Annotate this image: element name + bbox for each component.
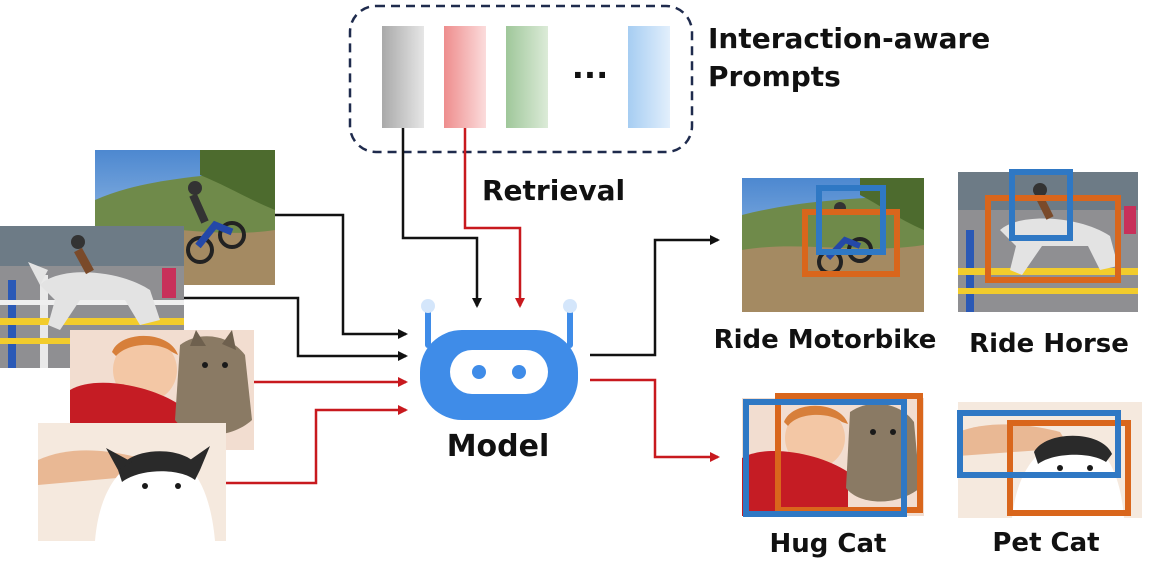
model-label: Model — [447, 429, 550, 464]
prompts-dashed-box — [348, 4, 694, 154]
bbox-human-hug-cat — [743, 399, 907, 517]
output-image-pet-cat — [958, 402, 1142, 518]
retrieval-label: Retrieval — [482, 174, 625, 207]
prompt-to-model-arrow-black — [401, 128, 482, 308]
model-to-output-arrow-red — [590, 378, 720, 462]
prompts-ellipsis: ··· — [572, 56, 608, 94]
bbox-object-motorbike — [802, 209, 900, 277]
prompts-label-line1: Interaction-aware — [708, 22, 990, 55]
model-to-output-arrow-black — [590, 235, 720, 357]
prompt-bar-red — [444, 26, 486, 128]
prompt-bar-blue — [628, 26, 670, 128]
image-arrow-horse — [184, 296, 408, 361]
bbox-object-horse — [985, 195, 1121, 283]
prompt-bar-green — [506, 26, 548, 128]
robot-icon — [420, 299, 578, 420]
image-arrow-motorbike — [275, 213, 408, 339]
prompt-bar-gray — [382, 26, 424, 128]
bbox-object-hug-cat — [775, 393, 923, 513]
prompt-to-model-arrow-red — [463, 128, 525, 308]
image-arrow-pet-cat — [226, 405, 408, 485]
input-image-pet-cat — [38, 423, 226, 541]
output-label-ride-motorbike: Ride Motorbike — [714, 325, 937, 355]
bbox-human-pet-cat — [957, 410, 1121, 478]
prompts-label-line2: Prompts — [708, 60, 841, 93]
output-label-ride-horse: Ride Horse — [969, 329, 1129, 359]
bbox-human-horse — [1009, 169, 1073, 241]
output-image-hug-cat — [742, 398, 924, 516]
bbox-human-motorbike — [816, 185, 886, 255]
bbox-object-pet-cat — [1007, 420, 1131, 516]
output-label-pet-cat: Pet Cat — [992, 528, 1099, 558]
output-label-hug-cat: Hug Cat — [770, 529, 887, 559]
